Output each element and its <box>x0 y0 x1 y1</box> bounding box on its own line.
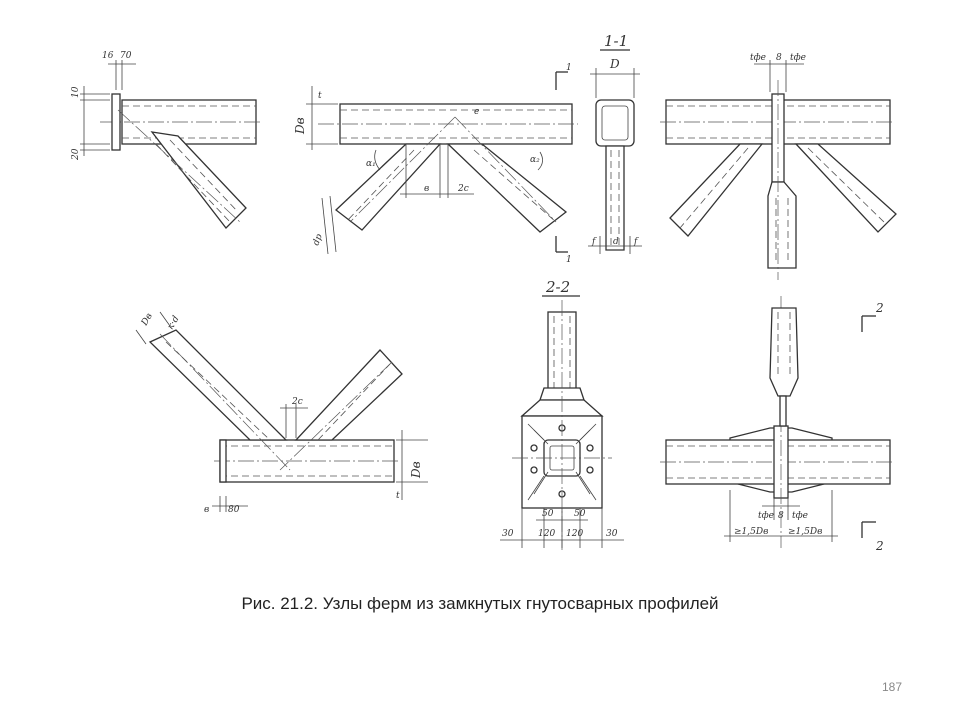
dim-16-label: 16 <box>102 51 114 61</box>
dp-label: dp <box>311 233 324 247</box>
dim-80-label: 80 <box>228 505 240 515</box>
dim-120-left-label: 120 <box>538 529 555 539</box>
e-label: е <box>474 107 479 117</box>
db-label-lower: Dв <box>409 461 423 479</box>
2c-label-lower: 2с <box>291 397 303 407</box>
alpha1-label: α₁ <box>366 159 376 169</box>
dim-8-label: 8 <box>776 53 782 63</box>
dim-120-right-label: 120 <box>566 529 583 539</box>
dim-30-left-label: 30 <box>502 529 514 539</box>
dim-30-right-label: 30 <box>606 529 618 539</box>
kd-label: к·d <box>166 314 182 331</box>
ge15db-left-label: ≥1,5Dв <box>734 527 768 537</box>
page-number: 187 <box>881 680 902 694</box>
b-label-lower: в <box>204 505 209 515</box>
detail-chord-splice: tфе 8 tфе ≥1,5Dв ≥1,5Dв 2 2 <box>660 296 894 553</box>
t-label: t <box>318 91 322 101</box>
b-label: в <box>424 184 429 194</box>
db-small-label: Dв <box>139 312 154 329</box>
detail-chord-end-joint: 16 70 10 20 <box>71 51 262 229</box>
f-right-label: f <box>633 237 639 247</box>
alpha2-label: α₂ <box>530 155 540 165</box>
section-mark-1-bottom: 1 <box>566 255 572 265</box>
tfe-lower-right-label: tфе <box>792 511 808 521</box>
d-label: D <box>609 57 620 71</box>
2c-label: 2с <box>457 184 469 194</box>
t-label-lower: t <box>396 491 400 501</box>
section-mark-1-top: 1 <box>566 63 572 73</box>
tfe-left-label: tфе <box>750 53 766 63</box>
detail-y-joint: 2с Dв t в 80 Dв к·d <box>135 312 428 515</box>
tfe-right-label: tфе <box>790 53 806 63</box>
section-mark-2-bottom: 2 <box>875 539 884 553</box>
d-small-label: d <box>613 237 619 247</box>
tfe-lower-left-label: tфе <box>758 511 774 521</box>
section-1-1-title: 1-1 <box>604 32 628 50</box>
dim-10-label: 10 <box>71 86 81 98</box>
dim-50-left-label: 50 <box>542 509 554 519</box>
detail-k-joint-gusset: tфе 8 tфе <box>660 53 897 280</box>
dim-70-label: 70 <box>120 51 132 61</box>
ge15db-right-label: ≥1,5Dв <box>788 527 822 537</box>
detail-section-2-2: 2-2 30 120 120 30 50 <box>500 278 624 550</box>
db-label: Dв <box>293 117 307 135</box>
detail-k-joint-gap: t Dв α₁ α₂ в 2с е dp <box>293 86 578 255</box>
dim-50-right-label: 50 <box>574 509 586 519</box>
figure-caption: Рис. 21.2. Узлы ферм из замкнутых гнутос… <box>241 594 719 613</box>
section-2-2-title: 2-2 <box>545 278 570 296</box>
dim-8-lower-label: 8 <box>778 511 784 521</box>
dim-20-label: 20 <box>71 148 81 161</box>
section-mark-2-top: 2 <box>875 301 884 315</box>
f-left-label: f <box>591 237 597 247</box>
detail-section-1-1: 1-1 D 1 1 f d f <box>555 32 642 265</box>
